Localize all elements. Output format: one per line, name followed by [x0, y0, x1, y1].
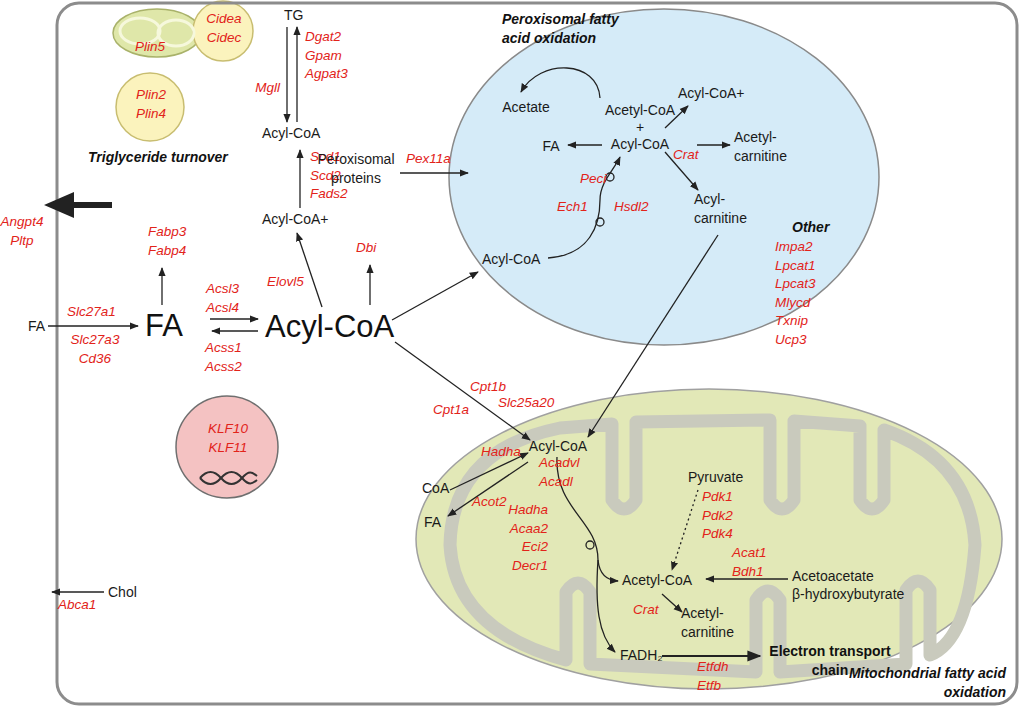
secretion-arrowhead: [44, 192, 74, 218]
metabolite-label: +: [636, 118, 644, 137]
metabolite-label: Acetoacetate: [792, 567, 874, 586]
metabolite-label: FA: [424, 513, 441, 532]
flow-arrow: [297, 233, 322, 307]
gene-label: Hsdl2: [614, 198, 649, 217]
gene-label: Fabp3 Fabp4: [148, 223, 186, 260]
gene-label: Plin5: [135, 38, 165, 57]
metabolite-label: Acyl-CoA: [482, 250, 540, 269]
flow-arrow: [212, 330, 258, 331]
peroxisome-shape: [449, 9, 879, 345]
flow-arrow: [296, 27, 297, 122]
gene-label: Plin2 Plin4: [136, 86, 166, 123]
gene-label: Slc27a3 Cd36: [71, 331, 120, 368]
metabolite-label: FA: [542, 137, 559, 156]
gene-label: Elovl5: [267, 273, 304, 292]
metabolite-label: Acetyl- carnitine: [681, 604, 734, 641]
flow-arrow: [395, 342, 530, 440]
gene-label: KLF10 KLF11: [208, 420, 248, 457]
flow-arrow: [299, 150, 300, 208]
gene-label: Pdk1 Pdk2 Pdk4: [702, 488, 733, 544]
metabolite-label: FA: [145, 308, 183, 344]
metabolite-label: Acyl-CoA: [265, 309, 394, 345]
flow-arrow: [392, 272, 478, 320]
gene-label: Acsl3 Acsl4: [206, 280, 239, 317]
metabolite-label: CoA: [422, 479, 449, 498]
metabolite-label: FADH₂: [620, 646, 663, 665]
gene-label: Acss1 Acss2: [205, 339, 242, 376]
metabolite-label: Acyl-CoA: [529, 437, 587, 456]
gene-label: Acadvl Acadl: [539, 454, 580, 491]
metabolite-label: FA: [28, 317, 45, 336]
lipid-droplet-shape: [193, 1, 253, 61]
gene-label: Hadha: [481, 443, 521, 462]
gene-label: Slc25a20: [498, 394, 554, 413]
metabolite-label: Acetyl-CoA: [605, 101, 675, 120]
mitochondrion-shape: [416, 389, 1002, 689]
gene-label: Mgll: [255, 79, 280, 98]
gene-label: Abca1: [58, 596, 96, 615]
flow-arrow: [52, 591, 104, 592]
small-mitochondrion-shape: [113, 9, 201, 57]
nucleus-shape: [176, 396, 278, 498]
metabolite-label: Acyl-CoA+: [678, 84, 745, 103]
gene-label: Etfdh Etfb: [697, 658, 729, 695]
secretion-arrow: [70, 202, 112, 208]
gene-label: Impa2 Lpcat1 Lpcat3 Mlycd Txnip Ucp3: [775, 238, 816, 349]
metabolite-label: Acetyl-CoA: [622, 571, 692, 590]
gene-label: Angpt4 Pltp: [1, 213, 44, 250]
metabolite-label: TG: [284, 6, 303, 25]
metabolite-label: Pyruvate: [688, 468, 743, 487]
gene-label: Cidea Cidec: [206, 10, 241, 47]
gene-label: Ech1: [557, 198, 588, 217]
gene-label: Pex11a: [406, 150, 451, 169]
gene-label: Acat1 Bdh1: [732, 544, 767, 581]
metabolite-label: Chol: [108, 583, 137, 602]
nucleus: KLF10 KLF11: [175, 395, 279, 499]
gene-label: Hadha Acaa2 Eci2 Decr1: [508, 501, 548, 575]
gene-label: Cpt1a: [433, 401, 469, 420]
metabolite-label: Acyl-CoA: [611, 135, 669, 154]
metabolite-label: Acyl- carnitine: [694, 190, 747, 227]
gene-label: Dgat2 Gpam Agpat3: [305, 28, 348, 84]
gene-label: Crat: [673, 146, 699, 165]
section-heading: Peroxisomal fatty acid oxidation: [502, 10, 642, 47]
section-heading: Mitochondrial fatty acid oxidation: [846, 664, 1006, 701]
cell-border: [57, 3, 1017, 704]
gene-label: Slc27a1: [67, 303, 116, 322]
lipid-droplet-shape: [116, 73, 184, 141]
gene-label: Crat: [633, 601, 659, 620]
gene-label: Acot2: [472, 493, 507, 512]
metabolite-label: Acetyl- carnitine: [734, 128, 787, 165]
metabolite-label: Acyl-CoA: [262, 124, 320, 143]
flow-arrow: [286, 27, 287, 122]
peroxisome-outline: [448, 8, 880, 346]
flow-arrow: [369, 265, 370, 305]
lipid-droplet: Plin2 Plin4: [115, 72, 185, 142]
lipid-droplet: Cidea Cidec: [192, 0, 254, 62]
flow-arrow: [161, 268, 162, 305]
gene-label: Cpt1b: [470, 378, 506, 397]
metabolite-label: Acetate: [502, 98, 549, 117]
peroxisome: Peroxisomal fatty acid oxidationAcetateA…: [448, 8, 880, 346]
gene-label: Peci: [580, 170, 606, 189]
section-heading: Triglyceride turnover: [88, 148, 228, 167]
gene-label: Dbi: [356, 239, 376, 258]
metabolite-label: Acyl-CoA+: [262, 210, 329, 229]
flow-arrow: [48, 325, 138, 326]
metabolite-label: β-hydroxybutyrate: [792, 585, 904, 604]
mitochondrion: Acyl-CoA CoA FA HadhaAcadvl AcadlAcot2Hadha…: [415, 388, 1003, 690]
flow-arrow: [210, 318, 258, 319]
metabolite-label: Peroxisomal proteins: [317, 150, 394, 187]
section-heading: Other: [792, 218, 829, 237]
small-mitochondrion: Plin5: [112, 8, 202, 58]
